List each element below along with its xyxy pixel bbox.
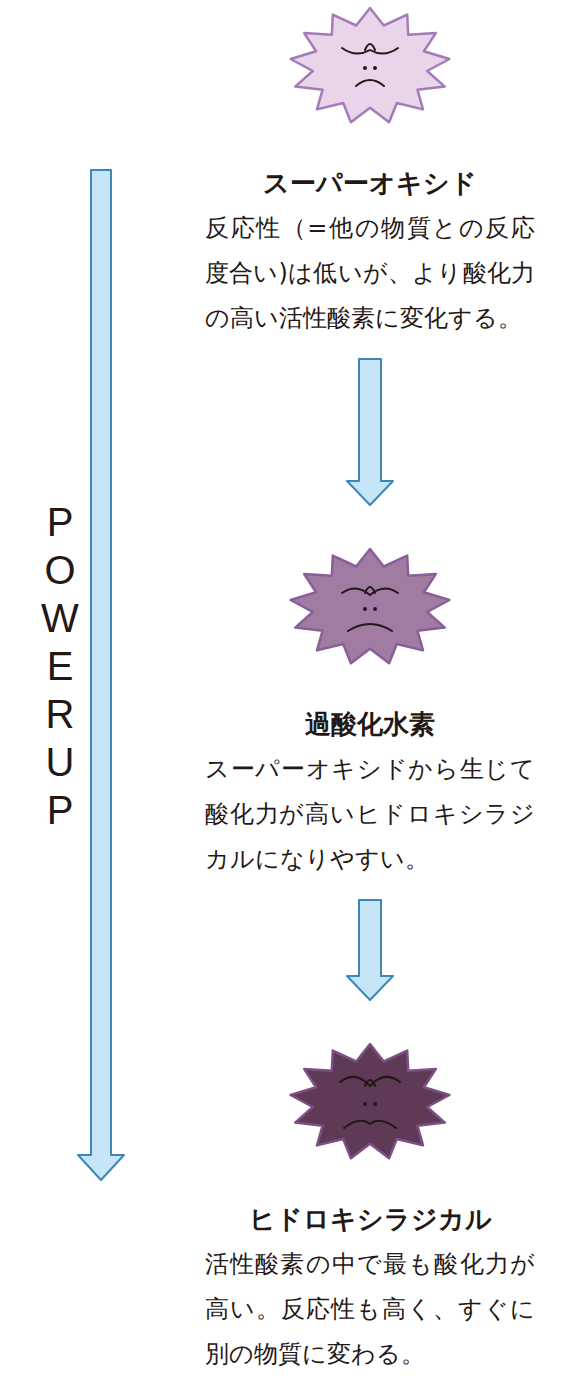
face bbox=[340, 1077, 400, 1128]
eye-dot bbox=[363, 607, 367, 611]
character-illustration bbox=[285, 4, 455, 128]
face bbox=[342, 44, 398, 86]
node-heading: ヒドロキシラジカル bbox=[205, 1202, 535, 1236]
node-heading: スーパーオキシド bbox=[205, 166, 535, 200]
block-arrow bbox=[347, 359, 393, 505]
eye-dot bbox=[363, 1102, 367, 1106]
starburst bbox=[291, 1044, 450, 1158]
stage-node: 過酸化水素スーパーオキシドから生じて酸化力が高いヒドロキシラジカルになりやすい。 bbox=[205, 545, 535, 882]
node-body: スーパーオキシドから生じて酸化力が高いヒドロキシラジカルになりやすい。 bbox=[205, 747, 535, 882]
node-heading: 過酸化水素 bbox=[205, 707, 535, 741]
vertical-label: POWER UP bbox=[40, 498, 80, 834]
stage-node: スーパーオキシド反応性（=他の物質との反応度合い)は低いが、より酸化力の高い活性… bbox=[205, 4, 535, 341]
eye-dot bbox=[373, 607, 377, 611]
stage-node: ヒドロキシラジカル活性酸素の中で最も酸化力が高い。反応性も高く、すぐに別の物質に… bbox=[205, 1040, 535, 1377]
starburst bbox=[291, 549, 450, 663]
node-body: 反応性（=他の物質との反応度合い)は低いが、より酸化力の高い活性酸素に変化する。 bbox=[205, 206, 535, 341]
eye-dot bbox=[373, 66, 377, 70]
character-illustration bbox=[285, 1040, 455, 1164]
face bbox=[342, 587, 398, 631]
starburst bbox=[291, 8, 450, 122]
block-arrow bbox=[347, 900, 393, 1000]
character-illustration bbox=[285, 545, 455, 669]
eye-dot bbox=[363, 66, 367, 70]
eye-dot bbox=[373, 1102, 377, 1106]
node-body: 活性酸素の中で最も酸化力が高い。反応性も高く、すぐに別の物質に変わる。 bbox=[205, 1242, 535, 1377]
power-arrow-shape bbox=[78, 170, 124, 1180]
